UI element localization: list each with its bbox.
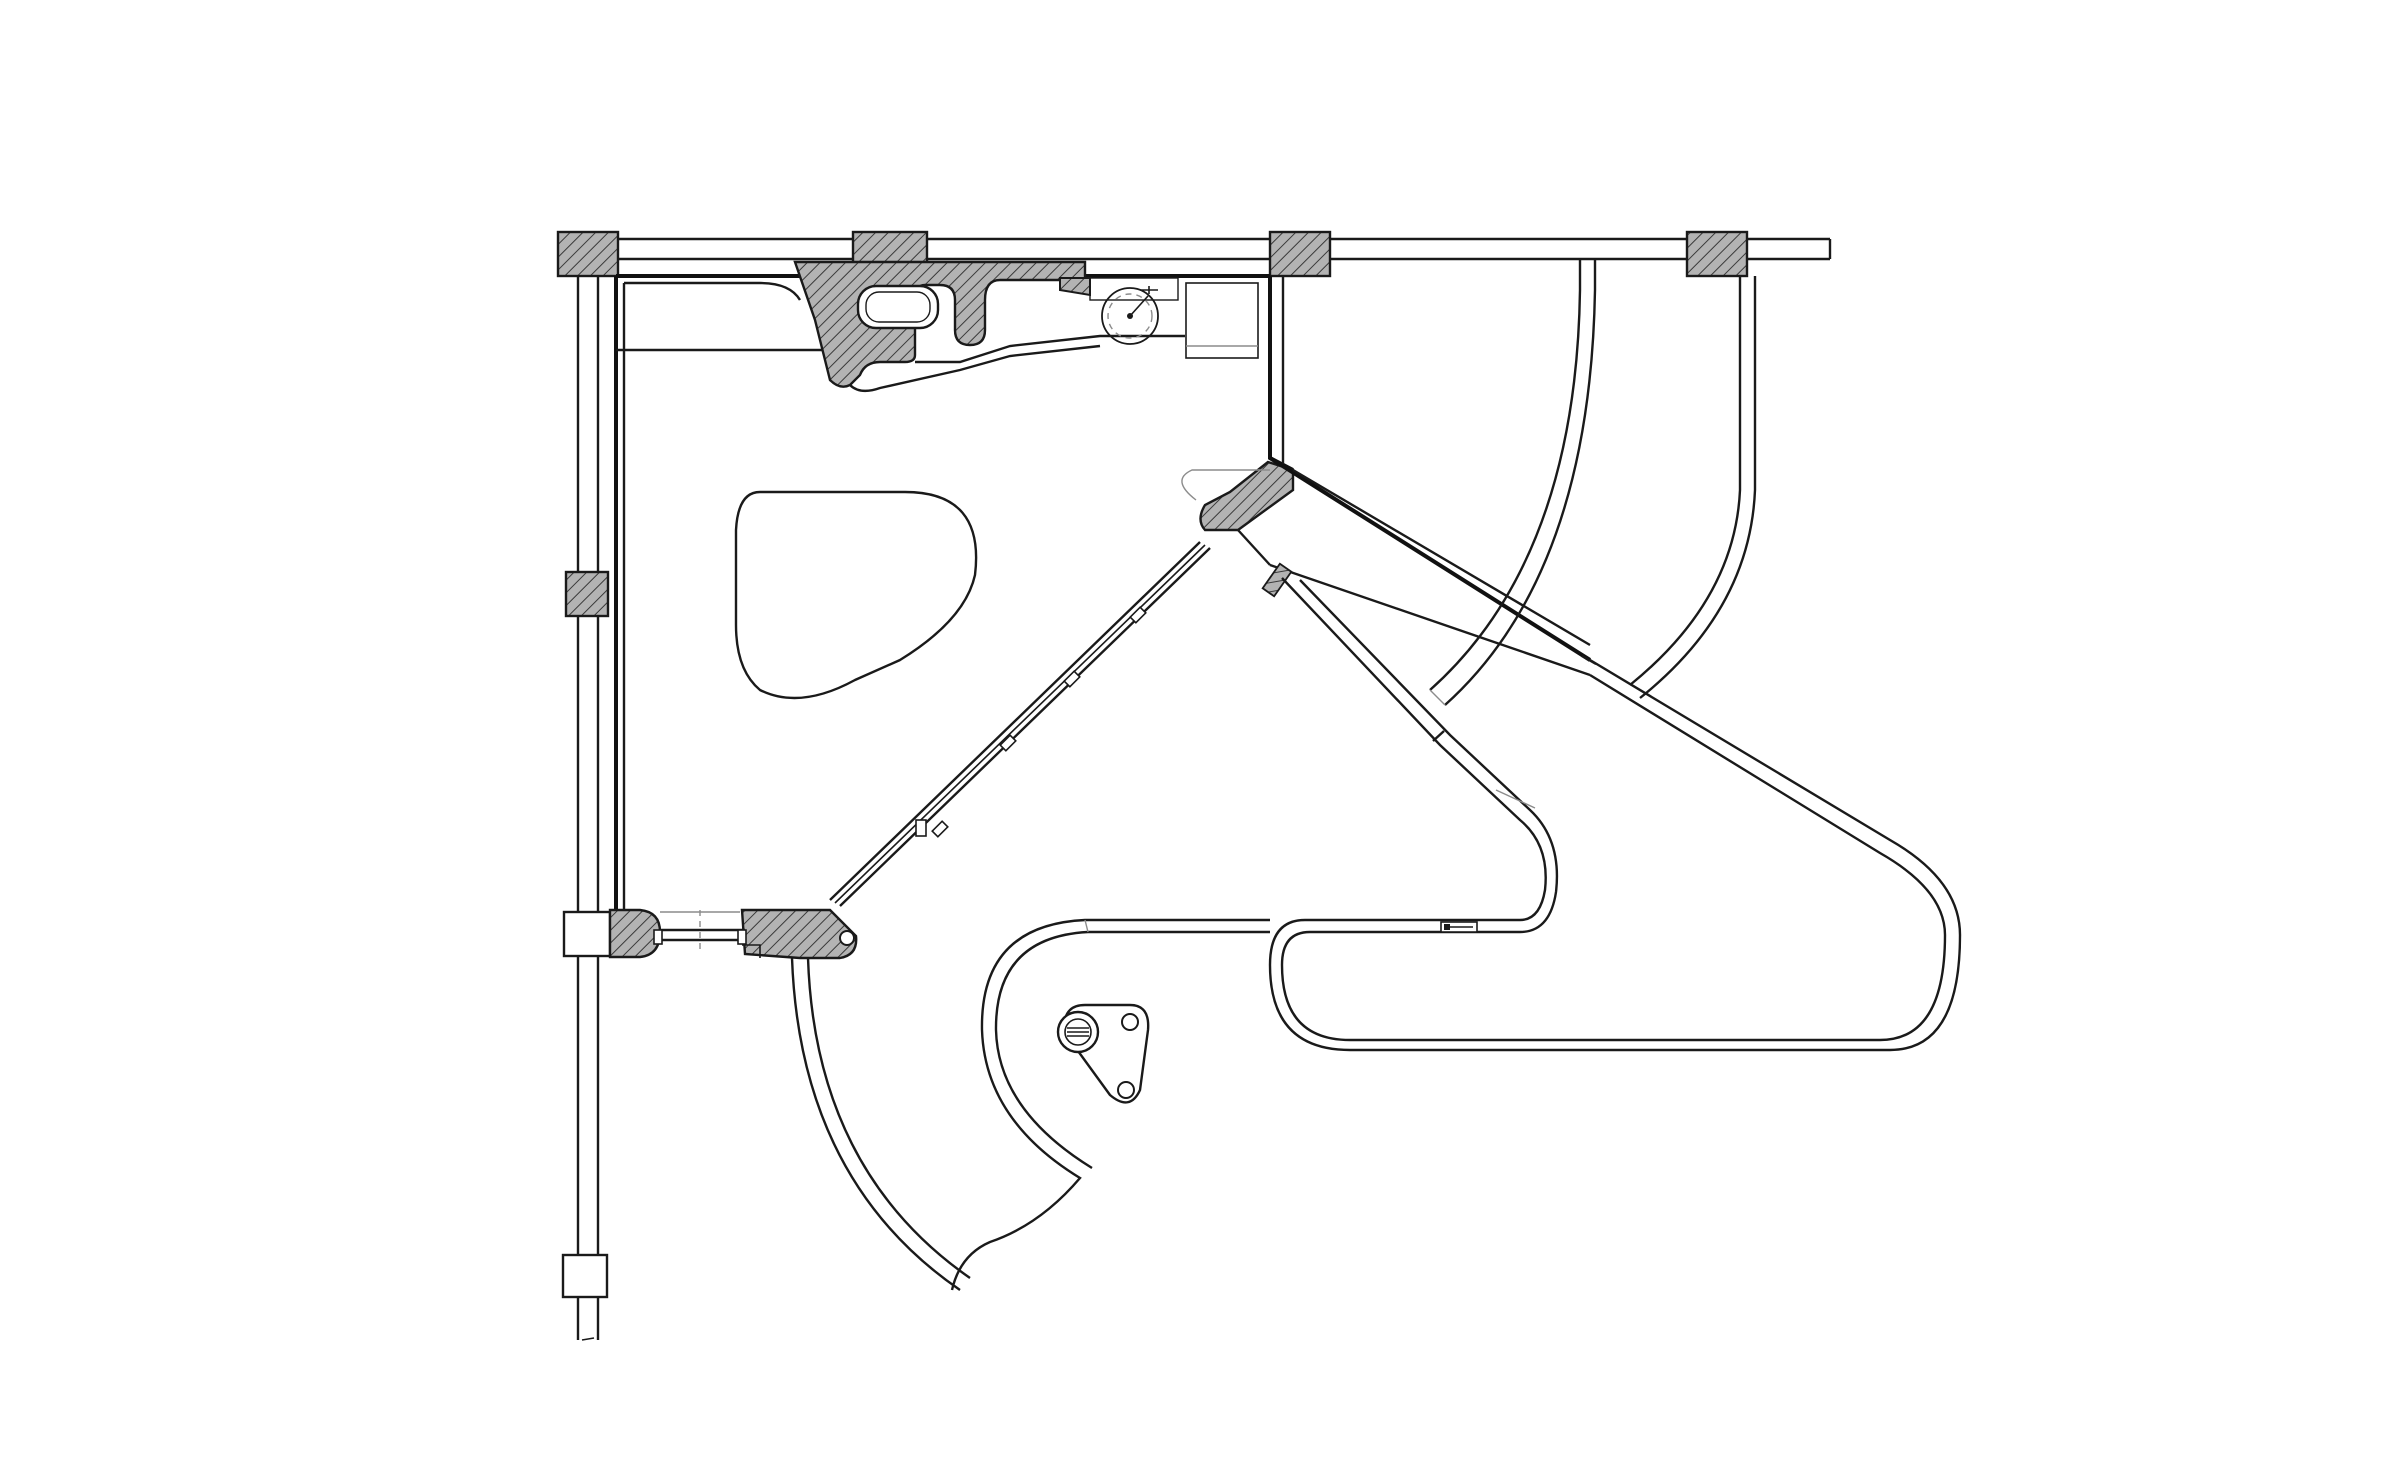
curved-wall-lower (790, 957, 971, 1291)
exterior-wall-top (580, 237, 1832, 261)
glass-partition (829, 541, 1211, 907)
structural-column-icon (564, 570, 610, 618)
diagonal-wall (1237, 456, 1597, 677)
fitting-icon (1440, 921, 1478, 933)
structural-column-icon (1268, 230, 1332, 278)
washbasin-icon (856, 284, 940, 330)
vanity-counter (793, 260, 1185, 393)
structural-column-icon (562, 910, 612, 958)
toilet-icon (1089, 277, 1179, 345)
structural-column-icon (556, 230, 620, 278)
room-inner-wall (614, 274, 1270, 910)
track-loop (1268, 577, 1962, 1052)
storage-cabinet (1185, 282, 1259, 359)
room-partition-wall (1181, 276, 1295, 532)
structural-column-icon (561, 1253, 609, 1299)
curved-ramp-top-right (1429, 259, 1757, 706)
door-hinge-icon (839, 930, 855, 946)
exterior-wall-left (576, 270, 600, 1341)
floor-fixture (1056, 1003, 1150, 1104)
island-table (734, 490, 978, 700)
entrance-door-unit (608, 908, 858, 960)
curved-ramp-lower (950, 918, 1270, 1291)
structural-column-icon (1685, 230, 1749, 278)
